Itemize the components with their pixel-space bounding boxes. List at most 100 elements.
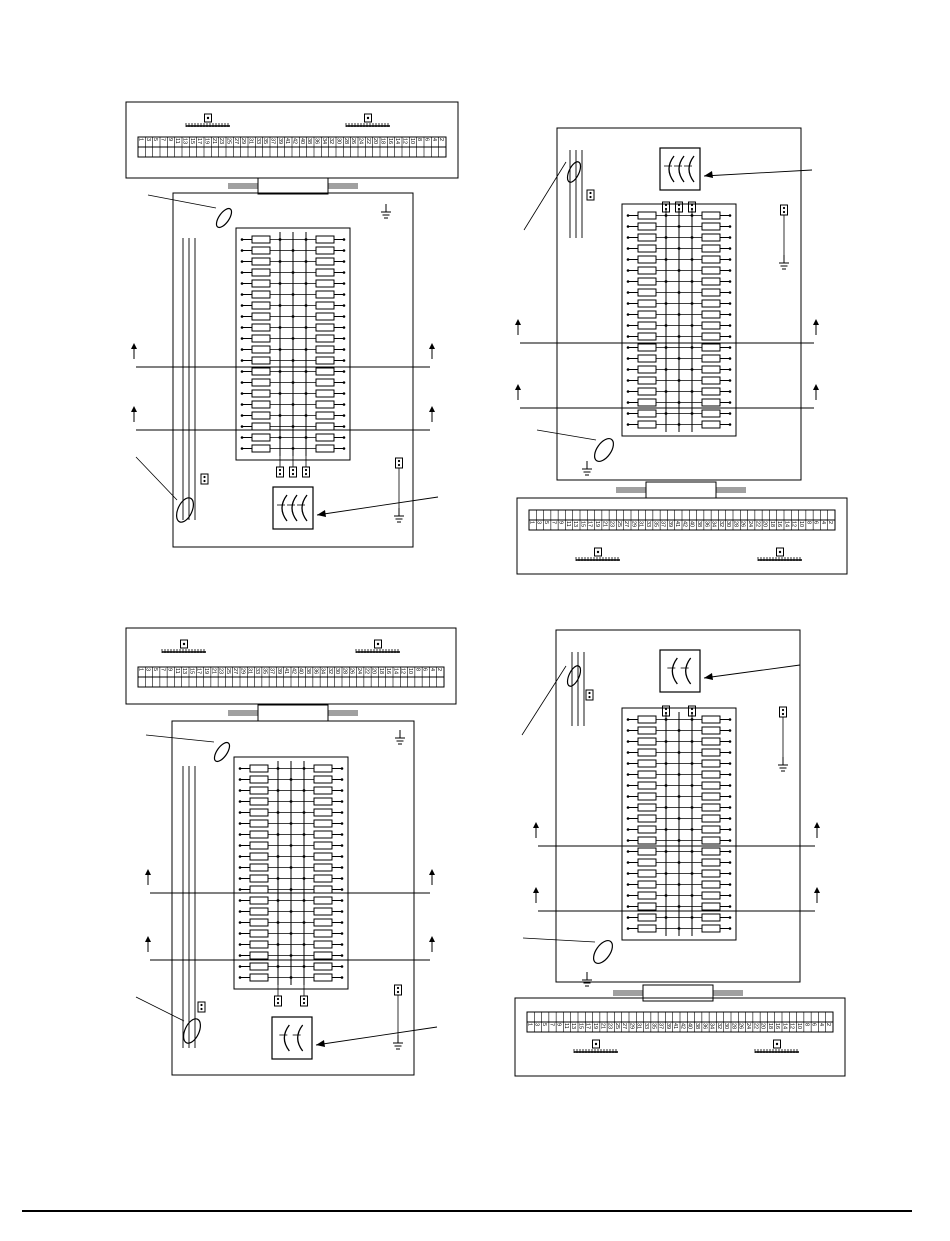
terminal-number: 20 [762,521,768,527]
ground-bar [355,639,400,653]
lug-terminal-icon [274,995,282,1007]
switch-lugs [274,985,308,1007]
terminal-number: 9 [167,138,173,141]
terminal-number: 4 [820,521,826,524]
terminal-number: 7 [548,1023,554,1026]
breaker-block [621,203,737,437]
terminal-number: 13 [181,668,187,674]
terminal-number: 8 [414,668,420,671]
lug-terminal-icon [200,473,209,485]
lug-terminal-icon [276,466,284,478]
terminal-number: 6 [422,668,428,671]
up-arrow-icon [814,887,820,903]
ground-rod [394,457,404,523]
lug-terminal-icon [197,1001,206,1013]
switch-leader [315,1026,438,1046]
up-arrow-icon [429,343,435,359]
bus-bars [276,761,306,985]
terminal-number: 35 [262,138,268,144]
terminal-number: 31 [636,1023,642,1029]
bus-bars [278,232,308,456]
terminal-number: 37 [269,668,275,674]
breaker-row [626,222,732,231]
cable-bundle-marker [593,438,615,462]
terminal-number: 22 [363,668,369,674]
terminal-number: 15 [188,668,194,674]
up-arrow-icon [533,887,539,903]
terminal-number: 12 [791,521,797,527]
breaker-row [238,775,344,784]
feeder-wires [569,150,583,238]
conduit-box [645,481,717,499]
terminal-number: 17 [196,668,202,674]
up-arrow-icon [515,384,521,400]
terminal-number: 31 [247,138,253,144]
terminal-number: 30 [335,138,341,144]
terminal-number: 19 [203,138,209,144]
terminal-number: 26 [740,521,746,527]
terminal-number: 1 [137,138,143,141]
bus-bars [664,712,694,936]
terminal-number: 31 [247,668,253,674]
terminal-number: 17 [196,138,202,144]
terminal-number: 18 [378,668,384,674]
up-arrow-icon [145,869,151,885]
transfer-switch [272,486,314,530]
terminal-number: 42 [291,138,297,144]
up-arrow-icon [131,343,137,359]
up-arrow-icon [429,936,435,952]
ground-icon [393,1035,403,1050]
cabinet [521,629,820,1002]
breaker-row [626,387,732,396]
terminal-number: 33 [255,138,261,144]
terminal-number: 8 [803,1023,809,1026]
up-arrow-icon [813,384,819,400]
lug-terminal-icon [302,466,310,478]
terminal-number: 4 [429,668,435,671]
breaker-block [621,707,737,941]
terminal-number: 16 [774,1023,780,1029]
terminal-number: 36 [312,668,318,674]
terminal-number: 12 [789,1023,795,1029]
terminal-number: 30 [725,521,731,527]
terminal-number: 5 [152,138,158,141]
terminal-number: 15 [189,138,195,144]
terminal-number: 20 [372,138,378,144]
terminal-number: 25 [614,1023,620,1029]
terminal-number: 38 [305,668,311,674]
terminal-number: 32 [716,1023,722,1029]
terminal-number: 20 [760,1023,766,1029]
terminal-number: 24 [356,668,362,674]
terminal-number: 3 [534,1023,540,1026]
ground-icon [778,757,788,772]
terminal-number: 5 [541,1023,547,1026]
terminal-number: 15 [577,1023,583,1029]
lug-terminal-icon [289,466,297,478]
terminal-number: 22 [365,138,371,144]
ground-rod [779,204,789,270]
terminal-number: 27 [233,138,239,144]
ground-icon [394,508,404,523]
ground-bar [757,547,802,561]
terminal-number: 21 [599,1023,605,1029]
terminal-number: 40 [689,521,695,527]
conduit-box [257,177,329,195]
terminal-number: 11 [174,668,180,674]
terminal-number: 41 [674,521,680,527]
breaker-row [626,880,732,889]
terminal-number: 34 [321,138,327,144]
terminal-number: 30 [334,668,340,674]
cable-bundle-marker [176,497,194,523]
terminal-number: 26 [349,668,355,674]
terminal-number: 15 [579,521,585,527]
up-arrow-icon [145,936,151,952]
terminal-number: 36 [703,521,709,527]
breaker-row [240,301,346,310]
lug-terminal-icon [300,995,308,1007]
up-arrow-icon [814,822,820,838]
up-arrow-icon [429,869,435,885]
bus-bars [664,208,694,432]
